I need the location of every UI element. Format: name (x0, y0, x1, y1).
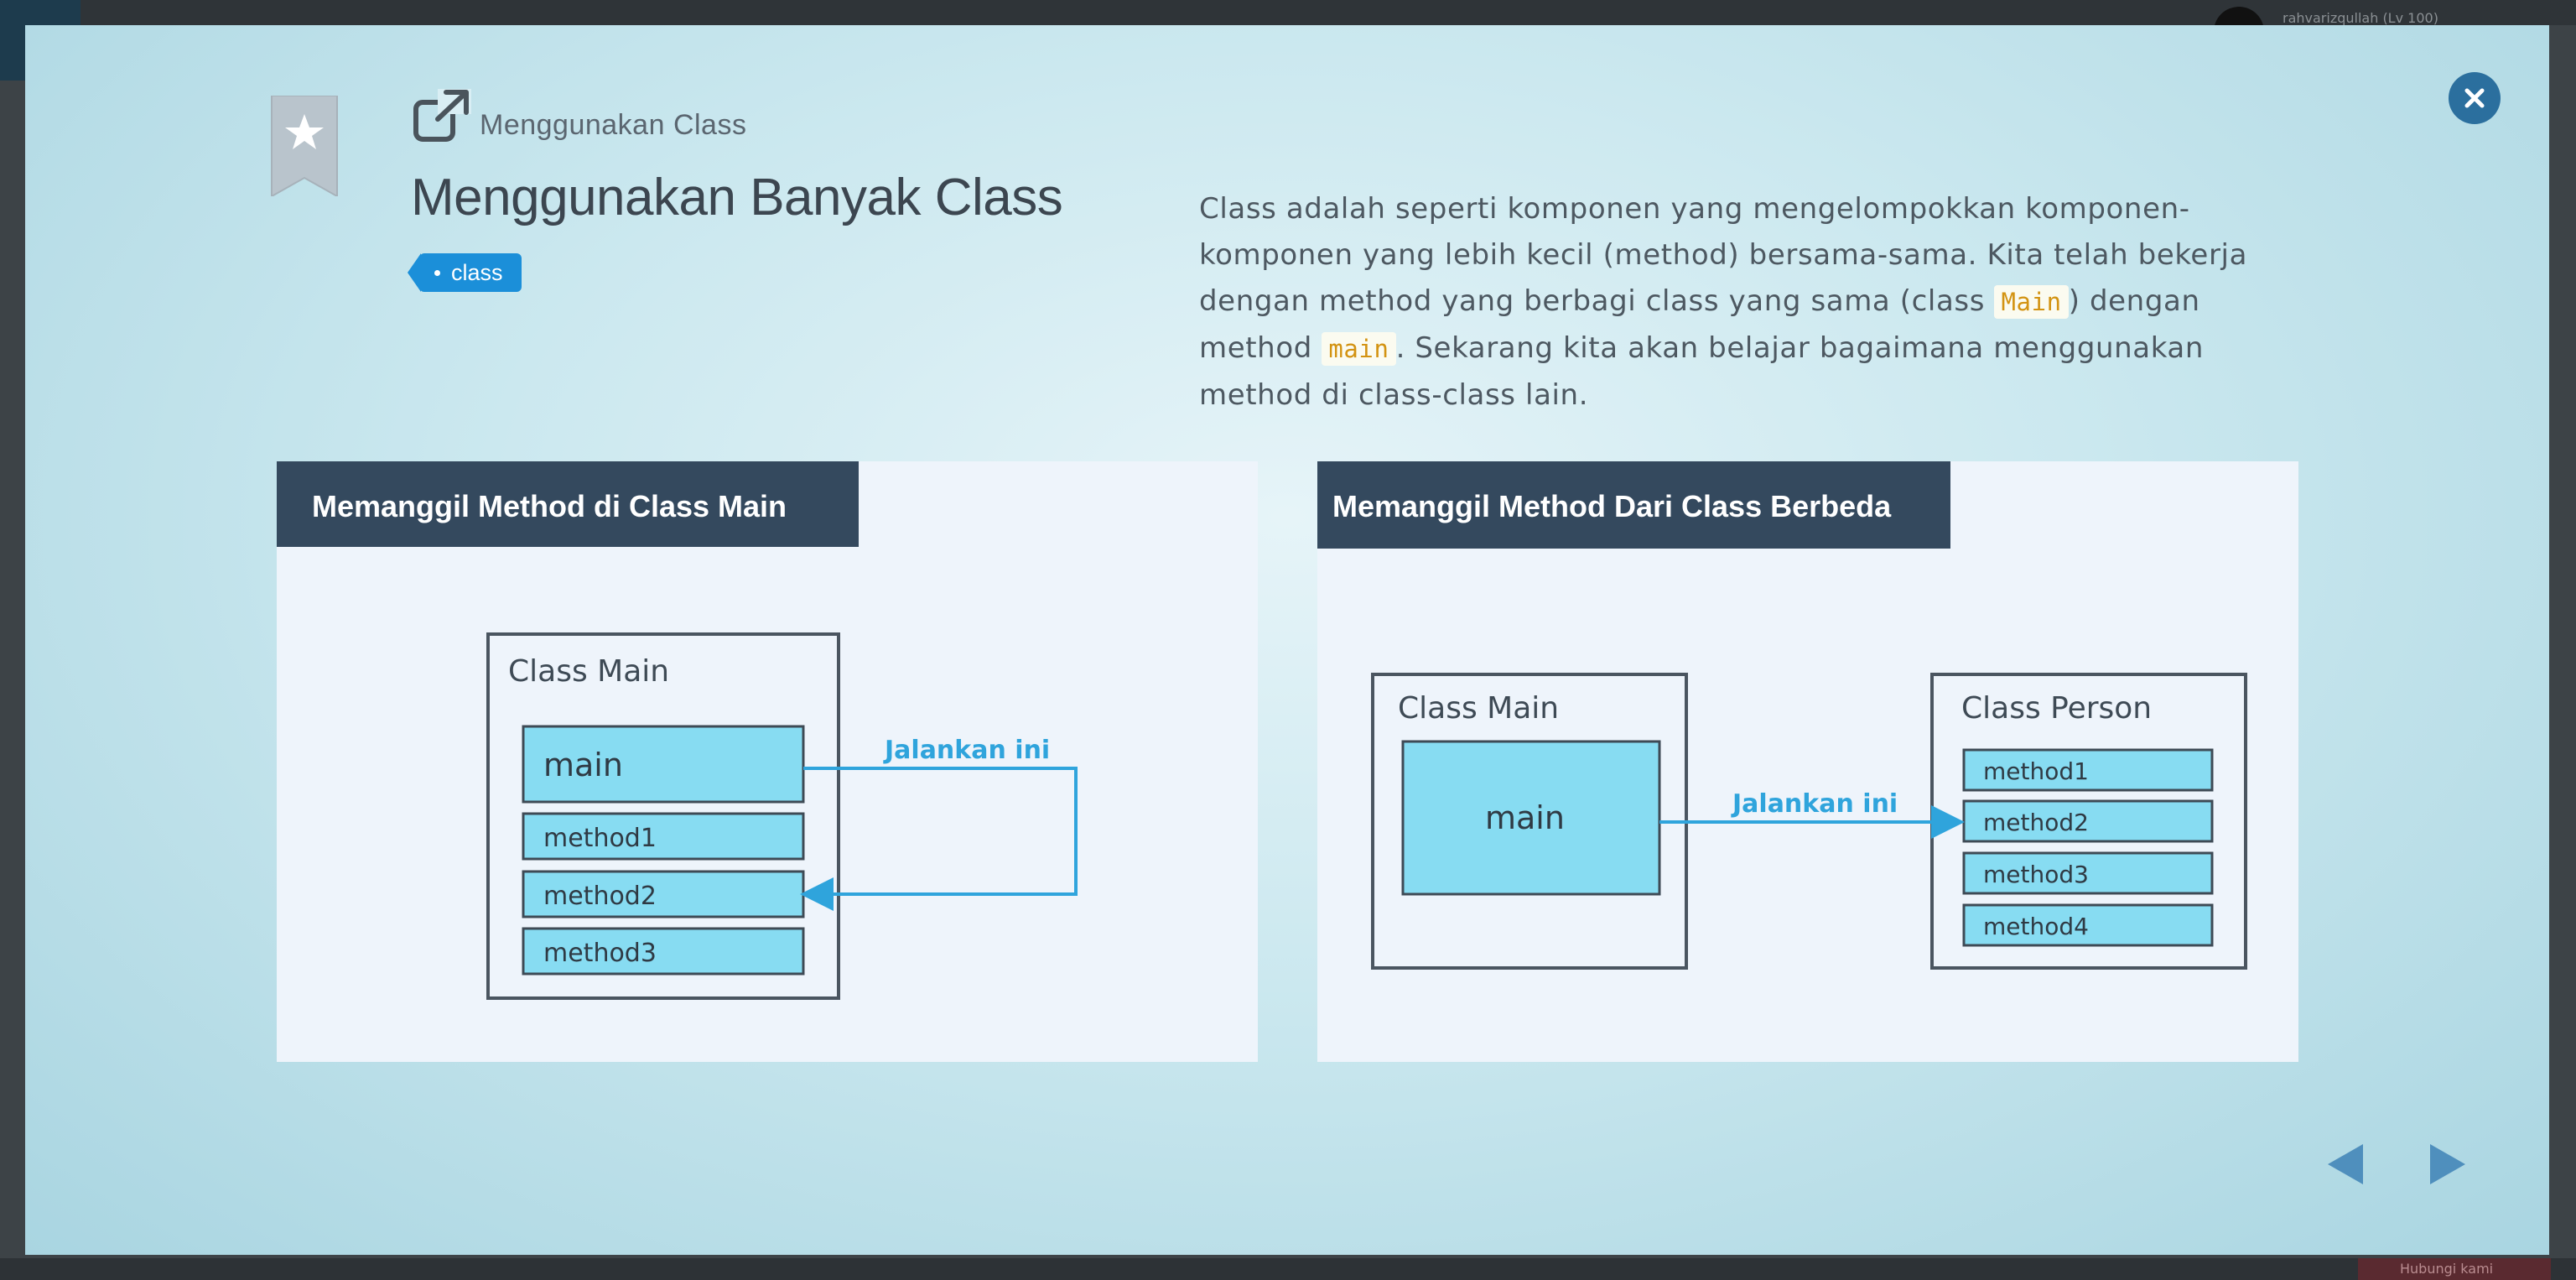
diagram2-header (1317, 461, 1950, 549)
code-main-class: Main (1994, 285, 2069, 319)
chevron-left-icon[interactable] (2323, 1141, 2370, 1188)
diagram1-method2 (522, 870, 805, 918)
diagram1-arrow-label: Jalankan ini (883, 736, 1050, 765)
diagram1-method3-label: method3 (543, 939, 657, 968)
diagram1-main-method (522, 725, 805, 804)
diagram-call-method-other-class: Memanggil Method Dari Class Berbeda Clas… (1317, 461, 2298, 1062)
diagram1-method1-label: method1 (543, 824, 657, 853)
diagram2-method3-label: method3 (1983, 861, 2089, 888)
diagram2-heading: Memanggil Method Dari Class Berbeda (1332, 489, 1892, 523)
description-text-3: . Sekarang kita akan belajar bagaimana m… (1199, 331, 2205, 412)
diagram1-header (277, 461, 859, 547)
diagram2-method1 (1962, 748, 2214, 792)
lesson-title: Menggunakan Banyak Class (411, 169, 1063, 226)
diagram1-method3 (522, 927, 805, 976)
diagram2-class-person-label: Class Person (1961, 691, 2152, 726)
diagram2-main-method (1401, 740, 1661, 896)
background-contact-button: Hubungi kami (2358, 1258, 2551, 1280)
topic-tag[interactable]: class (408, 253, 522, 292)
description-text-1: Class adalah seperti komponen yang menge… (1199, 192, 2248, 318)
breadcrumb[interactable]: Menggunakan Class (480, 109, 747, 141)
diagram1-main-label: main (543, 747, 623, 783)
chevron-right-icon[interactable] (2423, 1141, 2470, 1188)
close-icon (2464, 88, 2485, 108)
diagram2-method2-label: method2 (1983, 809, 2089, 836)
diagram2-method1-label: method1 (1983, 757, 2089, 785)
diagram-call-method-in-main: Memanggil Method di Class Main Class Mai… (277, 461, 1258, 1062)
diagram1-call-arrow (800, 767, 1078, 911)
close-button[interactable] (2449, 72, 2501, 124)
diagram2-method2 (1962, 799, 2214, 843)
tag-label: class (451, 260, 503, 285)
lesson-modal: Menggunakan Class Menggunakan Banyak Cla… (25, 25, 2549, 1255)
diagram1-heading: Memanggil Method di Class Main (312, 489, 787, 523)
diagram1-class-main-label: Class Main (508, 654, 669, 689)
diagram1-method2-label: method2 (543, 882, 657, 911)
bookmark-star-icon[interactable] (268, 96, 340, 196)
diagram1-class-main-box (486, 632, 840, 1000)
background-bottom-bar (0, 1258, 2576, 1280)
background-topbar (0, 0, 2576, 25)
diagram2-arrow-label: Jalankan ini (1731, 789, 1898, 819)
lesson-description: Class adalah seperti komponen yang menge… (1199, 186, 2289, 419)
diagram2-method3 (1962, 851, 2214, 895)
diagram2-method4-label: method4 (1983, 913, 2089, 940)
tag-dot (434, 270, 440, 276)
diagram2-main-label: main (1485, 799, 1565, 836)
background-username: rahvarizqullah (Lv 100) (2283, 10, 2438, 26)
diagram1-method1 (522, 812, 805, 861)
description-text-2: ) dengan method (1199, 284, 2200, 365)
diagram2-class-main-label: Class Main (1398, 691, 1559, 726)
code-main-method: main (1322, 332, 1396, 366)
diagram2-method4 (1962, 903, 2214, 947)
external-link-icon[interactable] (413, 89, 471, 143)
